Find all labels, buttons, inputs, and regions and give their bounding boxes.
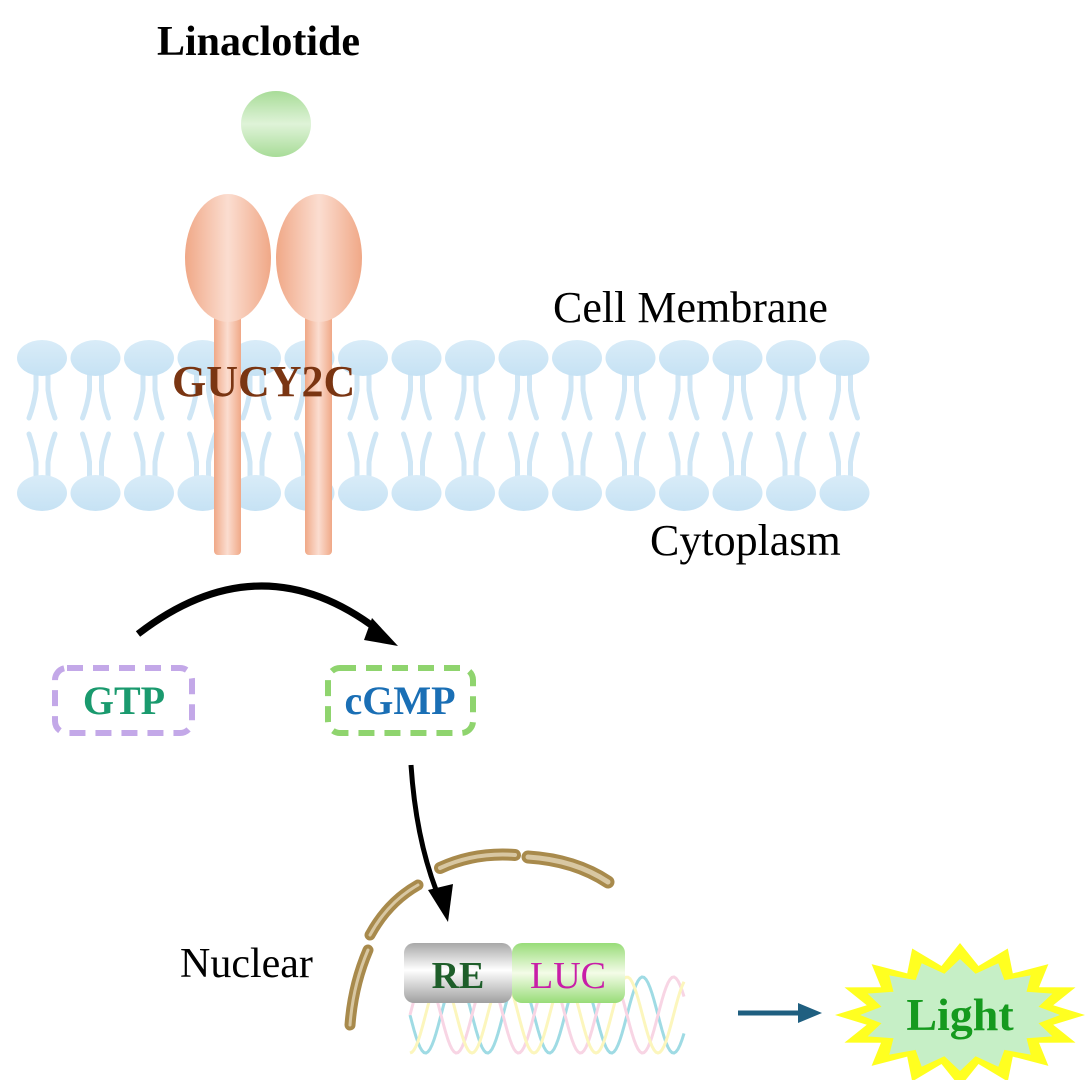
receptor-head-right xyxy=(276,194,362,322)
signal-arrow-head xyxy=(428,884,453,922)
lipid-molecule xyxy=(498,340,549,511)
cell-membrane-label: Cell Membrane xyxy=(553,283,828,332)
conversion-arrow xyxy=(135,582,381,637)
receptor-head-left xyxy=(185,194,271,322)
gtp-label: GTP xyxy=(83,678,165,723)
luc-block xyxy=(512,943,625,1003)
output-arrow-head xyxy=(798,1003,822,1023)
ligand-title: Linaclotide xyxy=(157,19,361,65)
cytoplasm-label: Cytoplasm xyxy=(650,516,841,565)
receptor-stalk-left xyxy=(214,315,241,555)
lipid-molecule xyxy=(391,340,442,511)
lipid-molecule xyxy=(338,340,388,511)
re-block xyxy=(404,943,512,1003)
lipid-molecule xyxy=(70,340,121,511)
gucy2c-receptor xyxy=(185,194,362,555)
light-burst-fill xyxy=(860,959,1060,1071)
lipid-molecule xyxy=(124,340,174,511)
linaclotide-ligand xyxy=(241,91,311,157)
cgmp-label: cGMP xyxy=(344,678,455,723)
lipid-molecule xyxy=(605,340,656,511)
cgmp-box xyxy=(325,665,476,736)
lipid-molecule xyxy=(712,340,763,511)
gtp-box xyxy=(52,665,195,736)
re-label: RE xyxy=(432,955,485,997)
luc-label: LUC xyxy=(530,955,606,997)
receptor-stalk-right xyxy=(305,315,332,555)
lipid-bilayer xyxy=(17,340,870,511)
lipid-molecule xyxy=(445,340,495,511)
lipid-molecule xyxy=(552,340,602,511)
lipid-molecule xyxy=(17,340,67,511)
lipid-molecule xyxy=(819,340,870,511)
receptor-label: GUCY2C xyxy=(172,357,356,406)
conversion-arrow-head xyxy=(364,618,398,646)
lipid-molecule xyxy=(766,340,816,511)
lipid-molecule xyxy=(659,340,709,511)
light-label: Light xyxy=(906,989,1014,1040)
signal-arrow xyxy=(408,764,441,896)
lipid-molecule xyxy=(231,340,281,511)
nuclear-envelope xyxy=(344,848,615,1031)
nuclear-label: Nuclear xyxy=(180,941,313,987)
